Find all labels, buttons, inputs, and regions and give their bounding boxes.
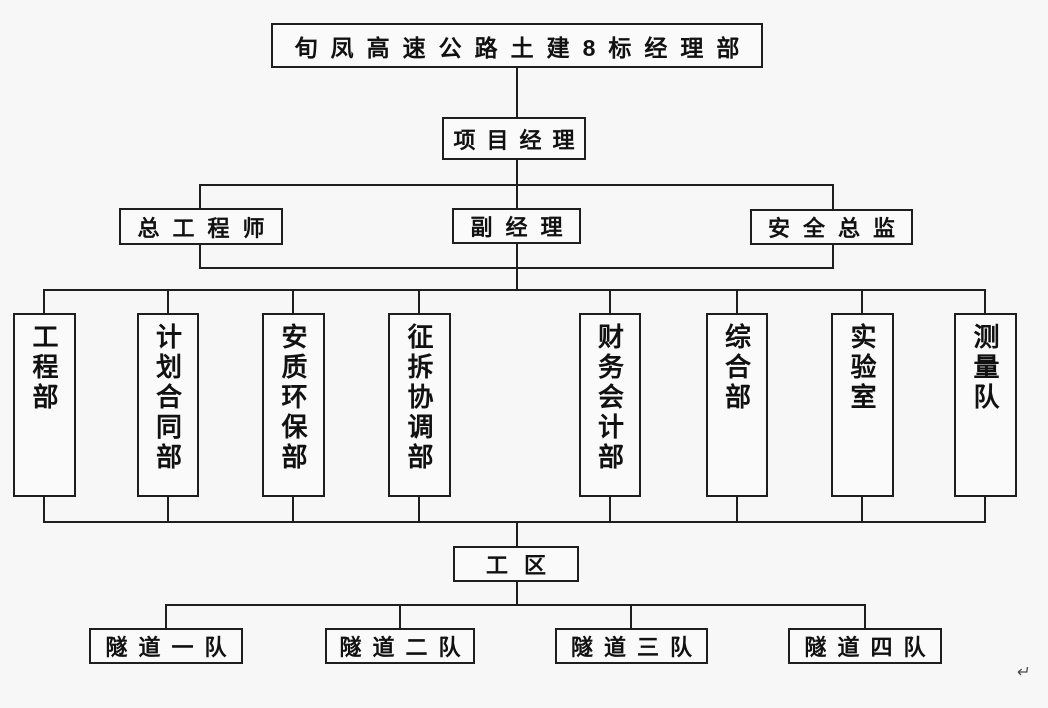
tunnel-team-4-box: 隧道四队 — [788, 628, 942, 664]
tunnel-team-3-box: 隧道三队 — [555, 628, 708, 664]
connector-to-work-area — [516, 521, 518, 547]
tunnel-team-1-label: 隧道一队 — [105, 635, 238, 660]
connector-team-stub — [399, 604, 401, 629]
work-area-label: 工区 — [485, 553, 562, 578]
org-root-box: 旬凤高速公路土建8标经理部 — [271, 23, 763, 68]
dept-finance-accounting-label: 财务会计部 — [594, 323, 625, 473]
connector-dept-stub — [861, 496, 863, 522]
deputy-manager-label: 副经理 — [470, 215, 576, 240]
connector-dept-stub — [736, 496, 738, 522]
connector-dept-top-rail — [43, 289, 986, 291]
tunnel-team-2-label: 隧道二队 — [339, 635, 472, 660]
dept-quality-environment-label: 安质环保部 — [278, 323, 308, 473]
safety-director-label: 安全总监 — [767, 216, 908, 241]
chief-engineer-box: 总工程师 — [119, 208, 283, 245]
dept-plan-contract-box: 计划合同部 — [137, 313, 199, 497]
connector-dept-stub — [418, 496, 420, 522]
dept-laboratory-box: 实验室 — [831, 313, 894, 497]
connector-mgmt-stub — [832, 244, 834, 269]
connector-pm-down — [516, 159, 518, 186]
dept-finance-accounting-box: 财务会计部 — [579, 313, 641, 497]
project-manager-label: 项目经理 — [453, 127, 586, 153]
work-area-box: 工区 — [453, 546, 579, 582]
connector-team-stub — [165, 604, 167, 629]
tunnel-team-4-label: 隧道四队 — [804, 635, 937, 660]
dept-demolition-coordination-box: 征拆协调部 — [388, 313, 451, 497]
connector-mgmt-stub — [199, 184, 201, 209]
tunnel-team-2-box: 隧道二队 — [325, 628, 475, 664]
connector-dept-stub — [609, 496, 611, 522]
safety-director-box: 安全总监 — [750, 209, 913, 245]
connector-dept-stub — [167, 289, 169, 314]
paragraph-return-mark: ↵ — [1015, 664, 1032, 681]
connector-mgmt-stub — [516, 184, 518, 209]
connector-mgmt-stub — [516, 243, 518, 269]
dept-quality-environment-box: 安质环保部 — [262, 313, 325, 497]
connector-root-to-pm — [516, 67, 518, 117]
deputy-manager-box: 副经理 — [452, 208, 581, 244]
connector-dept-stub — [43, 496, 45, 522]
connector-to-dept-rail — [516, 267, 518, 291]
connector-dept-stub — [736, 289, 738, 314]
chief-engineer-label: 总工程师 — [137, 215, 278, 241]
dept-engineering-label: 工程部 — [29, 323, 59, 413]
dept-plan-contract-label: 计划合同部 — [152, 323, 183, 473]
tunnel-team-3-label: 隧道三队 — [570, 635, 703, 660]
dept-general-affairs-box: 综合部 — [706, 313, 768, 497]
dept-laboratory-label: 实验室 — [847, 323, 877, 413]
connector-dept-bottom-rail — [43, 521, 986, 523]
dept-survey-team-label: 测量队 — [970, 323, 1000, 413]
connector-team-stub — [864, 604, 866, 629]
connector-team-stub — [630, 604, 632, 629]
connector-dept-stub — [984, 496, 986, 522]
connector-dept-stub — [292, 496, 294, 522]
connector-dept-stub — [861, 289, 863, 314]
dept-demolition-coordination-label: 征拆协调部 — [404, 323, 434, 473]
connector-dept-stub — [43, 289, 45, 314]
project-manager-box: 项目经理 — [442, 117, 586, 160]
connector-dept-stub — [984, 289, 986, 314]
dept-engineering-box: 工程部 — [13, 313, 76, 497]
org-root-label: 旬凤高速公路土建8标经理部 — [294, 34, 753, 61]
connector-mgmt-stub — [832, 184, 834, 210]
connector-dept-stub — [418, 289, 420, 314]
tunnel-team-1-box: 隧道一队 — [89, 628, 243, 664]
dept-survey-team-box: 测量队 — [954, 313, 1017, 497]
connector-team-rail — [165, 604, 866, 606]
dept-general-affairs-label: 综合部 — [721, 323, 752, 413]
connector-dept-stub — [292, 289, 294, 314]
connector-work-area-down — [516, 581, 518, 606]
connector-mgmt-stub — [199, 244, 201, 269]
connector-dept-stub — [167, 496, 169, 522]
connector-dept-stub — [609, 289, 611, 314]
